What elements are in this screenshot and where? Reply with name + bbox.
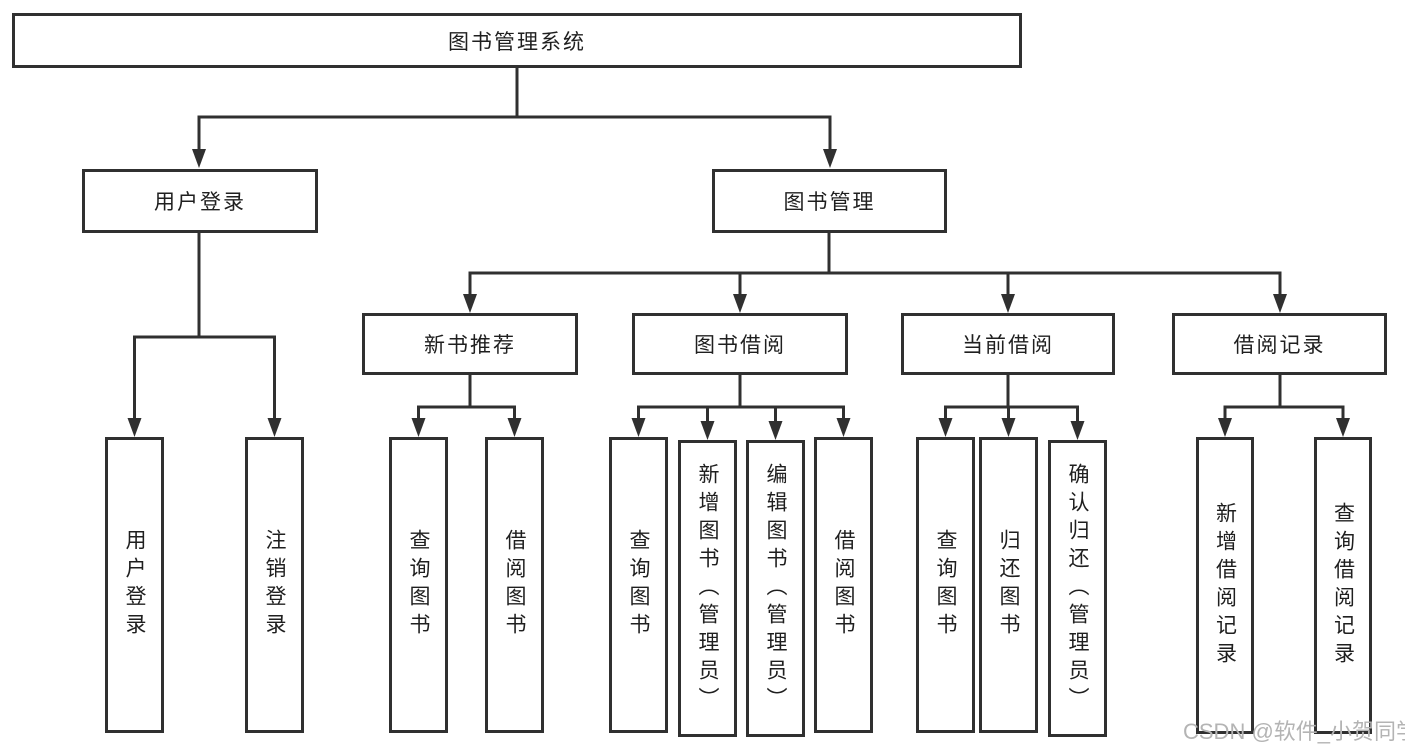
arrow-down-icon [463,294,477,313]
arrow-down-icon [1001,294,1015,313]
node-book-management-branch: 图书管理 [712,169,947,233]
arrow-down-icon [938,418,953,437]
arrow-down-icon [1336,418,1350,437]
arrow-down-icon [507,418,522,437]
node-book-borrow: 图书借阅 [632,313,848,375]
leaf-add-book-admin: 新增图书（管理员） [678,440,737,737]
node-current-borrow: 当前借阅 [901,313,1115,375]
arrow-down-icon [267,418,282,437]
leaf-query-borrow-record: 查询借阅记录 [1314,437,1372,734]
arrow-down-icon [192,149,206,168]
leaf-edit-book-admin: 编辑图书（管理员） [746,440,805,737]
node-root-system: 图书管理系统 [12,13,1022,68]
arrow-down-icon [1001,418,1016,437]
leaf-return-book: 归还图书 [979,437,1038,733]
leaf-borrow-book: 借阅图书 [814,437,873,733]
arrow-down-icon [631,418,646,437]
arrowheads [127,149,1350,440]
arrow-down-icon [127,418,142,437]
leaf-query-book-recommend: 查询图书 [389,437,448,733]
leaf-confirm-return-admin: 确认归还（管理员） [1048,440,1107,737]
leaf-borrow-book-recommend: 借阅图书 [485,437,544,733]
watermark: CSDN @软件_小贺同学 [1183,719,1405,744]
arrow-down-icon [1273,294,1287,313]
connector-path [133,66,1345,424]
arrow-down-icon [733,294,747,313]
node-new-book-recommend: 新书推荐 [362,313,578,375]
arrow-down-icon [411,418,426,437]
arrow-down-icon [1070,421,1085,440]
arrow-down-icon [823,149,837,168]
arrow-down-icon [700,421,715,440]
arrow-down-icon [1218,418,1232,437]
leaf-query-book-borrow: 查询图书 [609,437,668,733]
arrow-down-icon [836,418,851,437]
leaf-add-borrow-record: 新增借阅记录 [1196,437,1254,734]
arrow-down-icon [768,421,783,440]
node-borrow-record: 借阅记录 [1172,313,1387,375]
node-user-login-branch: 用户登录 [82,169,318,233]
leaf-user-login: 用户登录 [105,437,164,733]
leaf-logout: 注销登录 [245,437,304,733]
leaf-query-book-current: 查询图书 [916,437,975,733]
